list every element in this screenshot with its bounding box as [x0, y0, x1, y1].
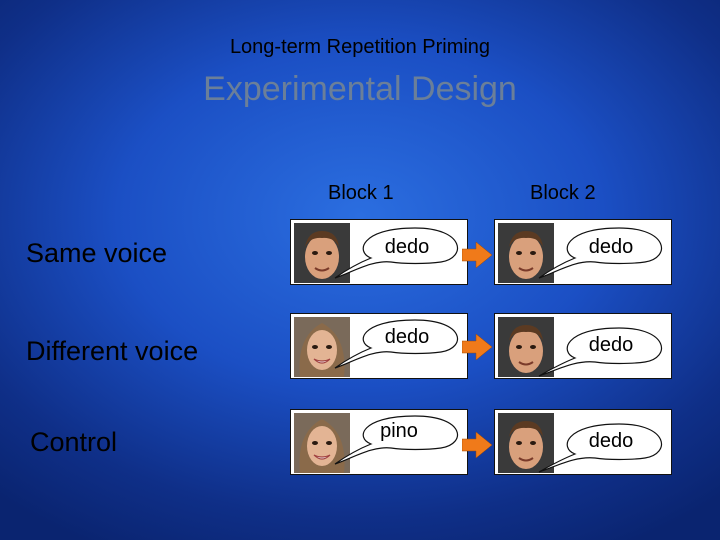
speech-bubble: [334, 415, 458, 465]
row-label-control: Control: [30, 427, 118, 457]
row-3-block-1-card: pino: [290, 409, 468, 475]
arrow-right-icon: [462, 242, 492, 268]
row-label-same-voice: Same voice: [26, 238, 168, 268]
arrow-right-icon: [462, 432, 492, 458]
speech-bubble: [538, 423, 662, 473]
male-face-icon: [498, 223, 554, 283]
arrow-right-icon: [462, 334, 492, 360]
word-label: pino: [380, 420, 418, 442]
word-label: dedo: [588, 430, 634, 452]
word-label: dedo: [588, 334, 634, 356]
word-label: dedo: [588, 236, 634, 258]
word-label: dedo: [384, 326, 430, 348]
female-face-icon: [294, 413, 350, 473]
speech-bubble: [538, 227, 662, 279]
word-label: dedo: [384, 236, 430, 258]
block-2-header: Block 2: [530, 182, 596, 204]
row-label-different-voice: Different voice: [26, 336, 199, 366]
row-2-block-2-card: dedo: [494, 313, 672, 379]
slide-title: Experimental Design: [203, 70, 517, 108]
row-1-block-2-card: dedo: [494, 219, 672, 285]
male-face-icon: [498, 413, 554, 473]
row-3-block-2-card: dedo: [494, 409, 672, 475]
speech-bubble: [334, 227, 458, 279]
slide-subtitle: Long-term Repetition Priming: [229, 36, 491, 58]
female-face-icon: [294, 317, 350, 377]
male-face-icon: [498, 317, 554, 377]
male-face-icon: [294, 223, 350, 283]
row-2-block-1-card: dedo: [290, 313, 468, 379]
speech-bubble: [538, 327, 662, 377]
row-1-block-1-card: dedo: [290, 219, 468, 285]
block-1-header: Block 1: [328, 182, 394, 204]
speech-bubble: [334, 319, 458, 369]
